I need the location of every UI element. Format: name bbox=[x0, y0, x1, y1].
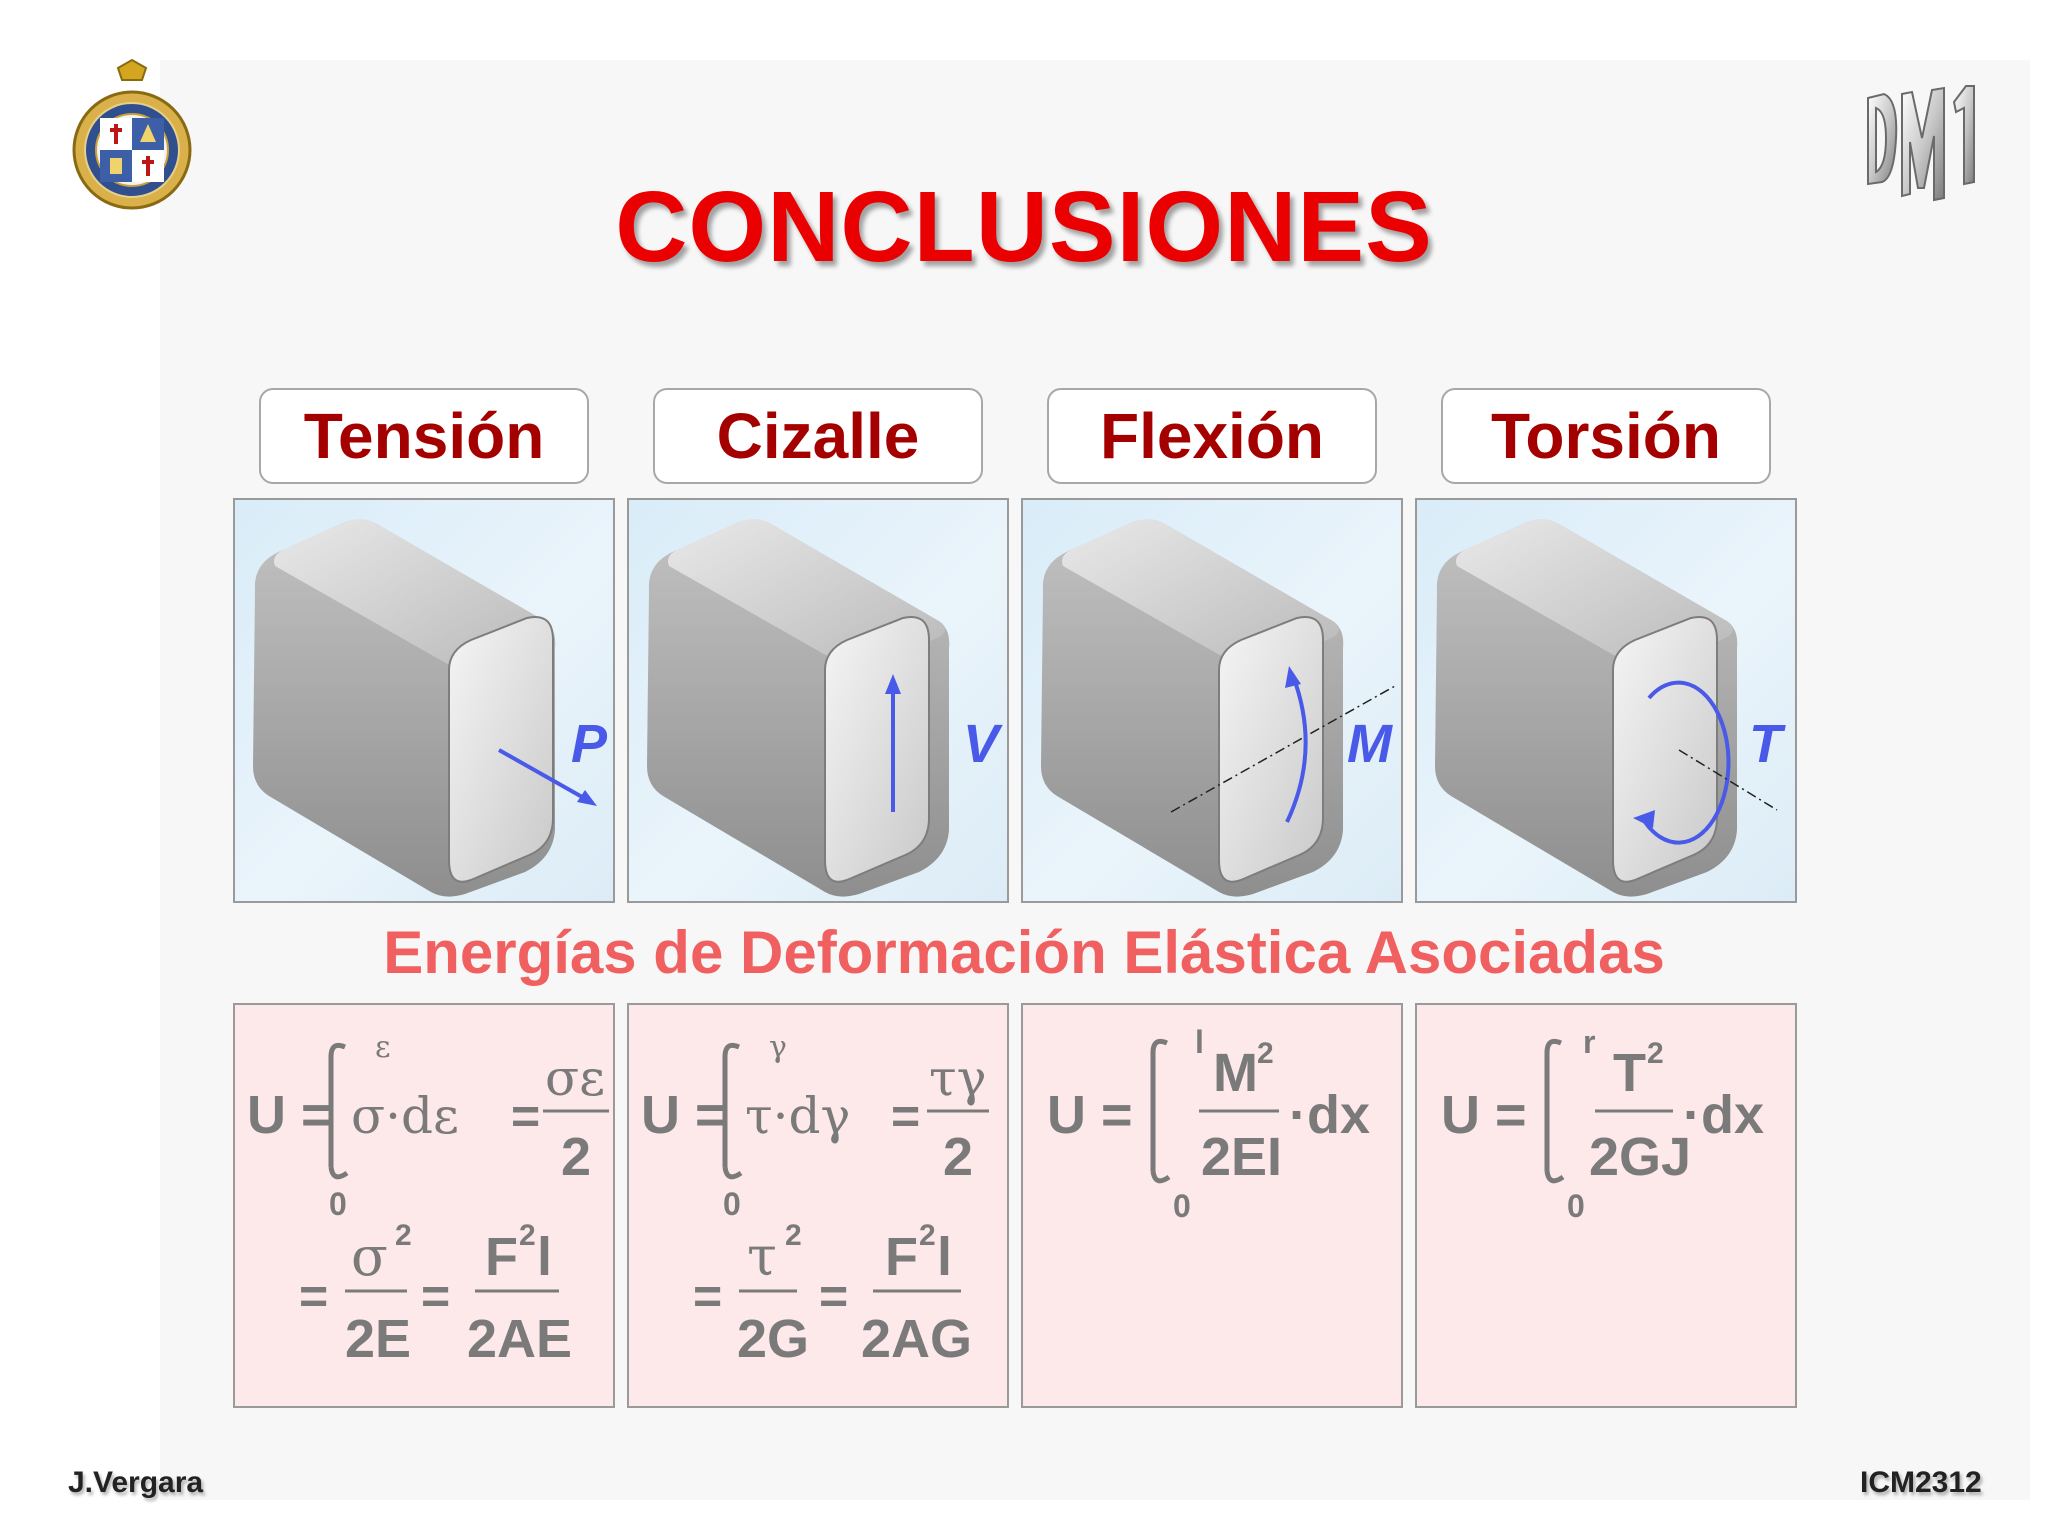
torsion-diagram: T bbox=[1415, 498, 1797, 903]
tension-diagram: P bbox=[233, 498, 615, 903]
tension-exp2: 2 bbox=[395, 1219, 412, 1252]
shear-upper: γ bbox=[769, 1030, 787, 1065]
shear-eq3: = bbox=[819, 1268, 848, 1324]
shear-num3: F bbox=[885, 1227, 918, 1287]
torsion-upper: r bbox=[1583, 1024, 1595, 1060]
shear-lhs: U = bbox=[641, 1085, 727, 1145]
shear-num3b: l bbox=[937, 1227, 952, 1287]
bending-den: 2EI bbox=[1201, 1127, 1282, 1187]
shear-integrand: τ·dγ bbox=[745, 1087, 850, 1145]
torsion-exp: 2 bbox=[1647, 1037, 1664, 1070]
shear-num2: τ bbox=[747, 1225, 777, 1288]
formula-torsion: U = r 0 T 2 2GJ ·dx bbox=[1415, 1003, 1797, 1408]
bending-lhs: U = bbox=[1047, 1085, 1133, 1145]
shear-eq1: = bbox=[891, 1088, 920, 1144]
symbol-v: V bbox=[963, 714, 1003, 774]
formula-tension: U = ε 0 σ·dε = σε 2 = σ 2 2E = F 2 l 2AE bbox=[233, 1003, 615, 1408]
shear-lower: 0 bbox=[723, 1186, 741, 1222]
shear-num1: τγ bbox=[929, 1049, 987, 1107]
label-shear: Cizalle bbox=[653, 388, 983, 484]
dm1-logo bbox=[1867, 85, 1975, 202]
tension-num2: σ bbox=[351, 1225, 388, 1288]
label-bending: Flexión bbox=[1047, 388, 1377, 484]
label-tension: Tensión bbox=[259, 388, 589, 484]
bending-exp: 2 bbox=[1257, 1037, 1274, 1070]
shear-den2: 2G bbox=[737, 1309, 809, 1369]
shear-den3: 2AG bbox=[861, 1309, 972, 1369]
shear-den1: 2 bbox=[943, 1127, 973, 1187]
tension-num3: F bbox=[485, 1227, 518, 1287]
subtitle: Energías de Deformación Elástica Asociad… bbox=[383, 919, 1665, 986]
tension-lower: 0 bbox=[329, 1186, 347, 1222]
tension-eq1: = bbox=[511, 1088, 540, 1144]
torsion-lhs: U = bbox=[1441, 1085, 1527, 1145]
shear-exp3: 2 bbox=[919, 1219, 936, 1252]
bending-num: M bbox=[1213, 1043, 1258, 1103]
symbol-m: M bbox=[1347, 714, 1393, 774]
bending-dx: ·dx bbox=[1289, 1085, 1370, 1145]
university-seal-logo bbox=[72, 58, 192, 210]
symbol-p: P bbox=[571, 714, 608, 774]
tension-eq2: = bbox=[299, 1268, 328, 1324]
bending-lower: 0 bbox=[1173, 1188, 1191, 1224]
tension-den3: 2AE bbox=[467, 1309, 572, 1369]
tension-upper: ε bbox=[375, 1030, 391, 1065]
symbol-t: T bbox=[1749, 714, 1786, 774]
torsion-lower: 0 bbox=[1567, 1188, 1585, 1224]
tension-num1: σε bbox=[545, 1049, 605, 1107]
torsion-num: T bbox=[1613, 1043, 1646, 1103]
course-code-footer: ICM2312 bbox=[1860, 1466, 1982, 1499]
slide-title: CONCLUSIONES bbox=[615, 171, 1433, 283]
tension-eq3: = bbox=[421, 1268, 450, 1324]
bending-upper: l bbox=[1195, 1024, 1204, 1060]
label-torsion: Torsión bbox=[1441, 388, 1771, 484]
tension-lhs: U = bbox=[247, 1085, 333, 1145]
torsion-dx: ·dx bbox=[1683, 1085, 1764, 1145]
bending-diagram: M bbox=[1021, 498, 1403, 903]
tension-integrand: σ·dε bbox=[351, 1087, 459, 1145]
shear-eq2: = bbox=[693, 1268, 722, 1324]
shear-exp2: 2 bbox=[785, 1219, 802, 1252]
tension-exp3: 2 bbox=[519, 1219, 536, 1252]
tension-den2: 2E bbox=[345, 1309, 411, 1369]
shear-diagram: V bbox=[627, 498, 1009, 903]
tension-den1: 2 bbox=[561, 1127, 591, 1187]
formula-bending: U = l 0 M 2 2EI ·dx bbox=[1021, 1003, 1403, 1408]
tension-num3b: l bbox=[537, 1227, 552, 1287]
torsion-den: 2GJ bbox=[1589, 1127, 1691, 1187]
author-footer: J.Vergara bbox=[68, 1466, 204, 1499]
formula-shear: U = γ 0 τ·dγ = τγ 2 = τ 2 2G = F 2 l 2AG bbox=[627, 1003, 1009, 1408]
